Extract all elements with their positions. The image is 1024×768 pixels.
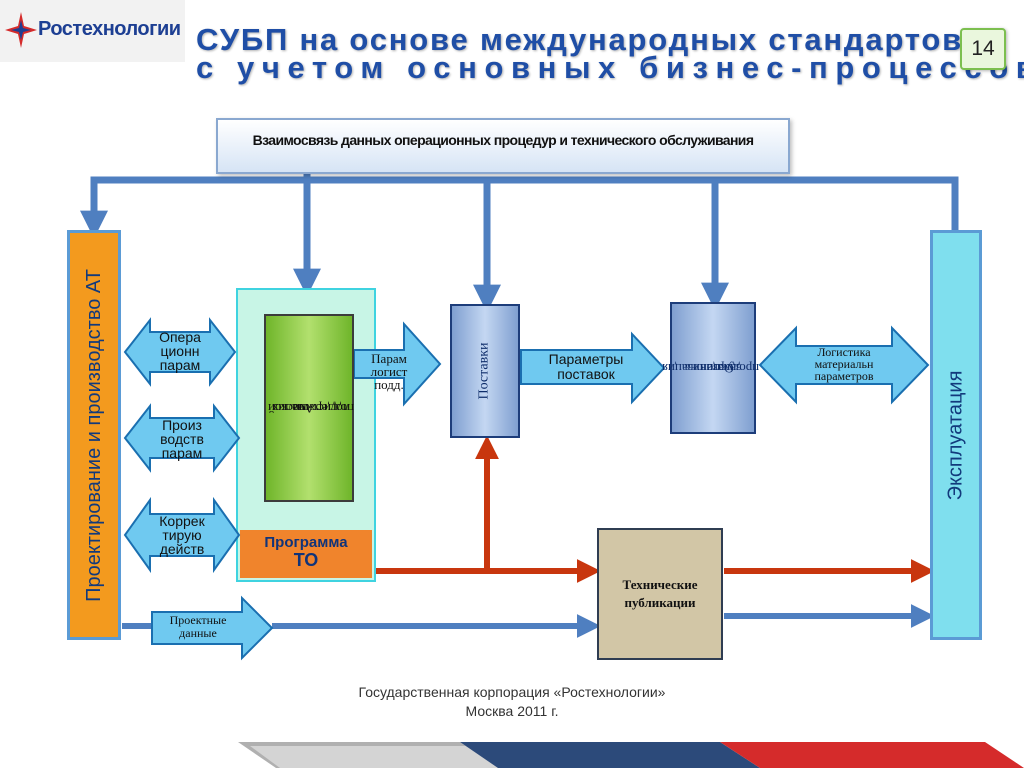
supply-params-arrow (520, 331, 666, 405)
param-log-label: Парам логист подд. (370, 351, 408, 392)
operation-column (930, 230, 982, 640)
logo (0, 0, 185, 62)
supplies-label-wrap: Поставки (450, 304, 520, 438)
program-label-line2: ТО (293, 550, 319, 570)
logistics-params-label: Логистика материальн параметров (814, 345, 874, 383)
production-params-arrow (123, 403, 241, 473)
supplies-label: Поставки (477, 342, 492, 400)
supplies-box (450, 304, 520, 438)
decorative-bottom-stripes (238, 742, 1024, 768)
operational-params-arrow (123, 317, 237, 387)
technical-publications-box (597, 528, 723, 660)
slide-number-badge: 14 (960, 28, 1006, 70)
program-label-box (240, 530, 372, 578)
logo-text: Ростехнологии (38, 18, 181, 40)
supply-params-label: Параметры поставок (548, 351, 624, 382)
footer-city-year: Москва 2011 г. (465, 703, 559, 719)
corrective-actions-label: Коррек тирую действ (159, 513, 205, 557)
order-organization-label-wrap: Организация заказов на продукцию (662, 302, 760, 434)
logistics-params-arrow (758, 325, 930, 405)
order-organization-label: Организация заказов на продукцию (662, 360, 760, 376)
corrective-actions-arrow (123, 496, 241, 574)
design-production-column (67, 230, 121, 640)
interrelation-box-label: Взаимосвязь данных операционных процедур… (252, 132, 754, 148)
page-title-line1: СУБП на основе международных стандартов (196, 22, 963, 57)
production-params-label: Произ водств парам (160, 417, 204, 461)
order-organization-box (670, 302, 756, 434)
logistics-support-analysis-label-wrap: Анализ логистической поддержки (264, 314, 354, 502)
top-distribution-line (80, 176, 959, 239)
param-log-arrow (353, 321, 442, 407)
design-data-arrow (151, 595, 274, 661)
logistics-support-analysis-label: Анализ логистической поддержки (268, 400, 355, 416)
footer-organization: Государственная корпорация «Ростехнологи… (358, 684, 666, 700)
interrelation-box (216, 118, 790, 174)
page-title-line2: с учетом основных бизнес-процессов (196, 50, 1024, 85)
technical-publications-label: Технические публикации (622, 577, 698, 610)
operational-params-label: Опера ционн парам (159, 329, 201, 373)
logo-star-icon (5, 12, 37, 48)
logistics-support-analysis-box (264, 314, 354, 502)
program-label-line1: Программа (264, 534, 348, 551)
design-data-label: Проектные данные (169, 613, 227, 640)
